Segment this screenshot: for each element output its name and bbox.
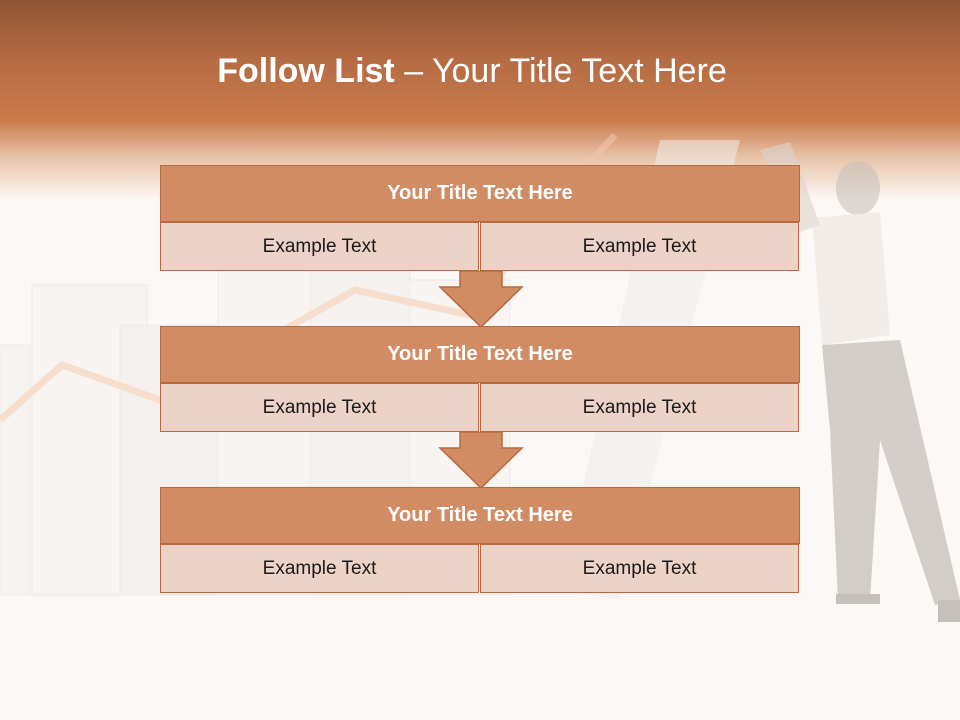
block-header: Your Title Text Here [160,487,800,544]
title-rest: – Your Title Text Here [394,52,727,90]
title-bold: Follow List [217,52,395,90]
block-cell-right: Example Text [480,383,799,432]
down-arrow-icon [438,271,524,327]
bg-bar [0,344,31,596]
down-arrow-icon [438,432,524,488]
block-cell-left: Example Text [160,544,479,593]
block-cell-left: Example Text [160,222,479,271]
block-header: Your Title Text Here [160,165,800,222]
list-block-3: Your Title Text Here Example Text Exampl… [160,487,800,593]
block-cell-left: Example Text [160,383,479,432]
block-cell-right: Example Text [480,544,799,593]
slide-title: Follow List – Your Title Text Here [0,52,944,91]
block-cell-right: Example Text [480,222,799,271]
list-block-1: Your Title Text Here Example Text Exampl… [160,165,800,271]
list-block-2: Your Title Text Here Example Text Exampl… [160,326,800,432]
block-header: Your Title Text Here [160,326,800,383]
businessman-figure [760,142,960,622]
